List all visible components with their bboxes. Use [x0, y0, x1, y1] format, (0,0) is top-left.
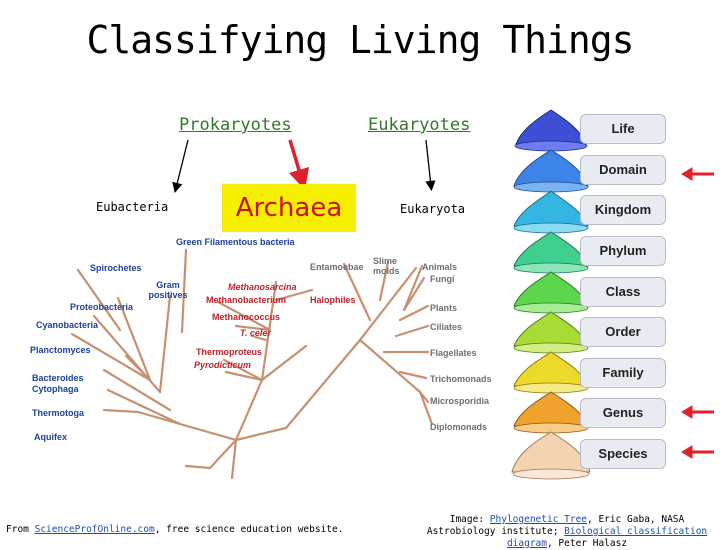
tree-label-spirochetes: Spirochetes: [90, 263, 142, 273]
tree-label-ciliates: Ciliates: [430, 322, 463, 332]
tree-label-gram-positives: Gram positives: [148, 280, 188, 300]
bell-family: [513, 351, 589, 394]
rank-order: Order: [580, 317, 666, 347]
tree-label-plants: Plants: [430, 303, 458, 313]
rank-genus: Genus: [580, 398, 666, 428]
bell-genus: [513, 391, 589, 434]
footer-right: Image: Phylogenetic Tree, Eric Gaba, NAS…: [426, 514, 708, 549]
rank-class: Class: [580, 277, 666, 307]
eubacteria-label: Eubacteria: [96, 200, 169, 214]
bell-species: [511, 431, 591, 480]
tree-label-entamoebae: Entamoebae: [310, 262, 364, 272]
arrow-to-archaea: [288, 139, 310, 191]
page-title: Classifying Living Things: [86, 18, 635, 62]
rank-domain: Domain: [580, 155, 666, 185]
tree-label-planctomyces: Planctomyces: [30, 345, 91, 355]
tree-label-flagellates: Flagellates: [430, 348, 477, 358]
footer-left: From ScienceProfOnline.com, free science…: [6, 524, 344, 535]
eukaryotes-link[interactable]: Eukaryotes: [368, 115, 471, 135]
tree-label-methanobacterium: Methanobacterium: [206, 295, 287, 305]
tree-label-microsporidia: Microsporidia: [430, 396, 490, 406]
classification-bells: [511, 109, 591, 480]
scienceprofonline-link[interactable]: ScienceProfOnline.com: [34, 524, 155, 535]
tree-label-aquifex: Aquifex: [34, 432, 68, 442]
tree-label-trichomonads: Trichomonads: [430, 374, 492, 384]
bell-kingdom: [513, 190, 589, 234]
rank-pointer-arrows: [681, 167, 714, 459]
rank-phylum: Phylum: [580, 236, 666, 266]
tree-label-halophiles: Halophiles: [310, 295, 356, 305]
rank-species: Species: [580, 439, 666, 469]
phylogenetic-tree-link[interactable]: Phylogenetic Tree: [489, 514, 588, 525]
arrow-to-eukaryota: [425, 139, 436, 192]
tree-label-proteobacteria: Proteobacteria: [70, 302, 134, 312]
tree-label-methanococcus: Methanococcus: [212, 312, 281, 322]
tree-label-cyanobacteria: Cyanobacteria: [36, 320, 99, 330]
tree-label-slime-molds: Slime molds: [373, 256, 400, 276]
tree-label-animals: Animals: [422, 262, 458, 272]
eukaryota-label: Eukaryota: [400, 202, 466, 216]
tree-label-t-celer: T. celer: [240, 328, 271, 338]
bell-phylum: [513, 231, 589, 274]
arrow-to-eubacteria: [172, 139, 189, 194]
tree-label-fungi: Fungi: [430, 274, 455, 284]
bell-class: [513, 271, 589, 314]
species-pointer-arrow-icon: [681, 445, 714, 459]
tree-label-thermoproteus: Thermoproteus: [196, 347, 263, 357]
bell-order: [513, 311, 589, 354]
rank-life: Life: [580, 114, 666, 144]
tree-label-thermotoga: Thermotoga: [32, 408, 85, 418]
bell-life: [514, 109, 588, 152]
rank-kingdom: Kingdom: [580, 195, 666, 225]
tree-label-green-filamentous: Green Filamentous bacteria: [176, 237, 295, 247]
tree-label-bacteroides-cytophaga: Bacteroides Cytophaga: [32, 373, 84, 394]
tree-label-diplomonads: Diplomonads: [430, 422, 488, 432]
genus-pointer-arrow-icon: [681, 405, 714, 419]
rank-family: Family: [580, 358, 666, 388]
prokaryotes-link[interactable]: Prokaryotes: [179, 115, 292, 135]
tree-label-methanosarcina: Methanosarcina: [228, 282, 297, 292]
domain-pointer-arrow-icon: [681, 167, 714, 181]
tree-label-pyrodicticum: Pyrodicticum: [194, 360, 252, 370]
bell-domain: [513, 149, 589, 193]
archaea-box: Archaea: [222, 184, 356, 232]
